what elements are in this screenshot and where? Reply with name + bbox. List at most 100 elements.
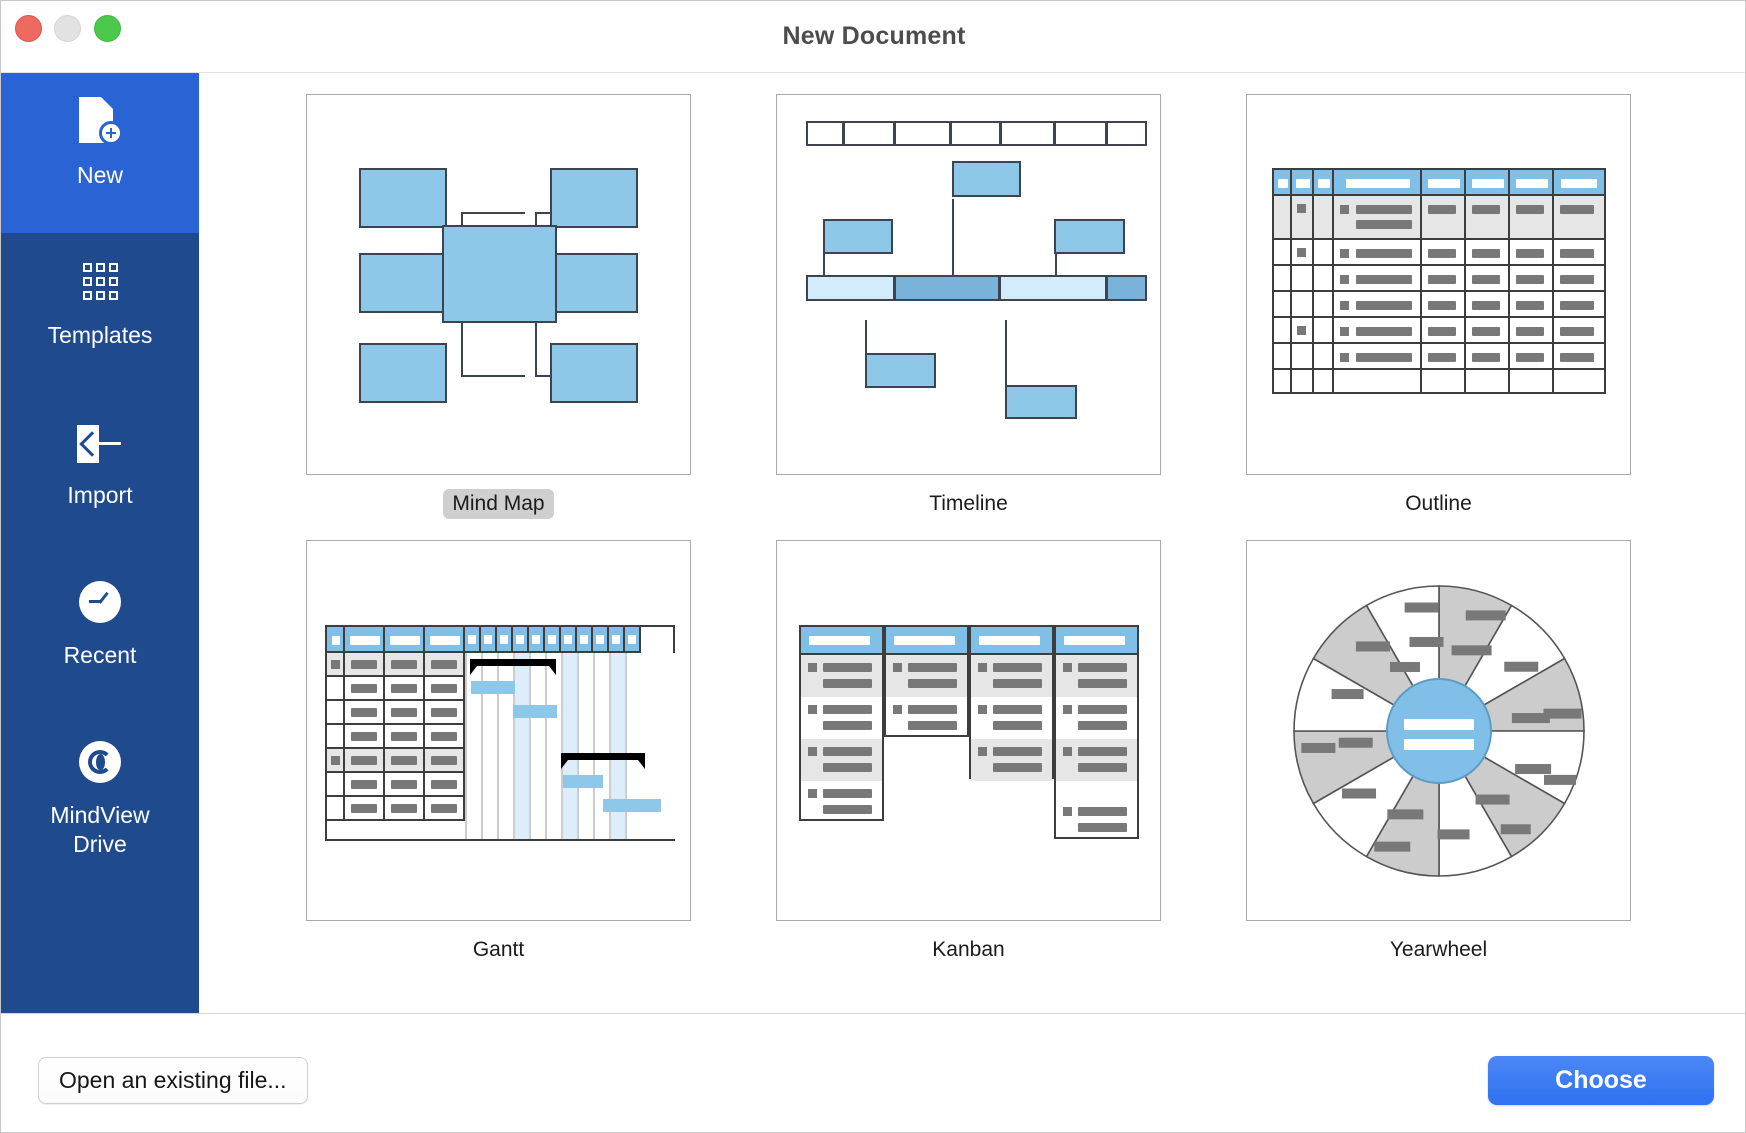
outline-header-cell: [1334, 170, 1422, 196]
header-bar: [1561, 178, 1597, 188]
template-card-kanban[interactable]: Kanban: [776, 540, 1161, 965]
template-card-timeline[interactable]: Timeline: [776, 94, 1161, 519]
maximize-window-button[interactable]: [94, 15, 121, 42]
sidebar-item-recent[interactable]: Recent: [1, 553, 199, 713]
template-card-outline[interactable]: Outline: [1246, 94, 1631, 519]
outline-text-bar: [1356, 327, 1412, 336]
kanban-card-marker: [808, 747, 817, 756]
outline-cell: [1554, 370, 1604, 392]
yearwheel-text-bar: [1301, 742, 1336, 753]
yearwheel-svg: [1293, 585, 1585, 877]
outline-cell: [1510, 196, 1554, 240]
title-bar: New Document: [1, 1, 1745, 73]
outline-cell: [1554, 344, 1604, 370]
outline-cell: [1334, 370, 1422, 392]
mind-map-node: [359, 253, 447, 313]
header-bar: [516, 635, 524, 644]
yearwheel-text-bar: [1543, 774, 1576, 785]
outline-cell: [1274, 344, 1292, 370]
sidebar-item-mindview-drive[interactable]: MindView Drive: [1, 713, 199, 873]
template-caption-yearwheel: Yearwheel: [1389, 938, 1488, 961]
outline-marker: [1340, 275, 1349, 284]
outline-marker: [1340, 205, 1349, 214]
outline-cell: [1554, 240, 1604, 266]
gantt-cell: [345, 677, 385, 701]
outline-cell: [1292, 266, 1314, 292]
yearwheel-text-bar: [1338, 737, 1373, 748]
outline-cell: [1422, 370, 1466, 392]
close-window-button[interactable]: [15, 15, 42, 42]
gantt-text-bar: [391, 780, 417, 789]
outline-text-bar: [1560, 353, 1594, 362]
kanban-card-text-bar: [993, 747, 1042, 756]
gantt-text-bar: [431, 804, 457, 813]
gantt-text-bar: [431, 684, 457, 693]
outline-cell: [1292, 344, 1314, 370]
gantt-weekend-shade: [513, 653, 529, 839]
timeline-node: [865, 353, 936, 388]
gantt-text-bar: [391, 756, 417, 765]
kanban-card-marker: [808, 705, 817, 714]
gantt-gridline: [593, 653, 595, 839]
outline-text-bar: [1516, 249, 1544, 258]
kanban-card-text-bar: [823, 763, 872, 772]
kanban-card-text-bar: [1078, 823, 1127, 832]
gantt-task-bar: [603, 799, 661, 812]
outline-cell: [1554, 266, 1604, 292]
kanban-card-text-bar: [1078, 747, 1127, 756]
mind-map-node: [359, 168, 447, 228]
kanban-card-text-bar: [823, 805, 872, 814]
kanban-column: [884, 625, 969, 737]
mind-map-node: [550, 343, 638, 403]
open-existing-file-button[interactable]: Open an existing file...: [38, 1057, 308, 1104]
gantt-task-bar: [563, 775, 603, 788]
choose-button[interactable]: Choose: [1488, 1056, 1714, 1105]
outline-cell: [1554, 292, 1604, 318]
sidebar-item-import[interactable]: Import: [1, 393, 199, 553]
kanban-board: [799, 625, 1139, 840]
outline-header-cell: [1466, 170, 1510, 196]
outline-text-bar: [1356, 220, 1412, 229]
kanban-card: [1056, 739, 1137, 781]
new-document-icon: [71, 95, 129, 153]
gantt-text-bar: [351, 684, 377, 693]
header-bar: [548, 635, 556, 644]
template-gallery: Mind Map: [199, 73, 1745, 1013]
gantt-text-bar: [431, 732, 457, 741]
gantt-cell: [345, 701, 385, 725]
gantt-header-tick: [529, 627, 545, 653]
outline-header-cell: [1274, 170, 1292, 196]
header-bar: [1472, 178, 1504, 188]
header-bar: [612, 635, 620, 644]
kanban-card-text-bar: [993, 763, 1042, 772]
mind-map-node: [359, 343, 447, 403]
kanban-card-marker: [808, 789, 817, 798]
kanban-card-text-bar: [1078, 679, 1127, 688]
gantt-header-tick: [545, 627, 561, 653]
header-bar: [1318, 178, 1330, 188]
template-card-mind-map[interactable]: Mind Map: [306, 94, 691, 519]
outline-cell: [1466, 292, 1510, 318]
gantt-cell: [327, 653, 345, 677]
minimize-window-button[interactable]: [54, 15, 81, 42]
outline-text-bar: [1356, 353, 1412, 362]
template-card-gantt[interactable]: Gantt: [306, 540, 691, 965]
gantt-summary-bar: [561, 753, 645, 769]
template-card-yearwheel[interactable]: Yearwheel: [1246, 540, 1631, 965]
sidebar-item-templates[interactable]: Templates: [1, 233, 199, 393]
yearwheel-text-bar: [1374, 841, 1411, 852]
sidebar-item-new[interactable]: New: [1, 73, 199, 233]
outline-text-bar: [1428, 327, 1456, 336]
kanban-card-marker: [1063, 747, 1072, 756]
yearwheel-hub-bar: [1404, 739, 1474, 750]
outline-cell: [1422, 240, 1466, 266]
outline-header-cell: [1510, 170, 1554, 196]
yearwheel-text-bar: [1404, 602, 1439, 613]
timeline-node: [1054, 219, 1125, 254]
kanban-card: [801, 655, 882, 697]
gantt-marker: [331, 660, 340, 669]
gantt-cell: [345, 749, 385, 773]
outline-cell: [1314, 344, 1334, 370]
outline-cell: [1334, 344, 1422, 370]
mind-map-thumbnail: [306, 94, 691, 475]
